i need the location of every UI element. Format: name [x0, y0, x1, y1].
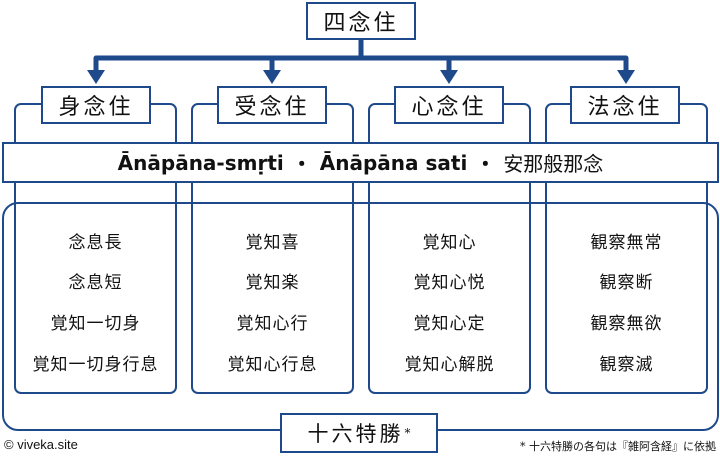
- practice-list-feelings: 覚知喜 覚知楽 覚知心行 覚知心行息: [191, 0, 354, 460]
- band-separator: ・: [475, 152, 496, 176]
- practice-item: 覚知楽: [245, 273, 300, 293]
- copyright: © viveka.site: [4, 437, 78, 452]
- footnote: * 十六特勝の各句は『雑阿含経』に依拠: [520, 440, 716, 453]
- footnote-mark: *: [404, 426, 411, 440]
- practice-item: 覚知一切身行息: [32, 355, 159, 375]
- practice-item: 覚知心悦: [413, 273, 486, 293]
- practice-item: 観察滅: [599, 355, 654, 375]
- practice-item: 観察断: [599, 273, 654, 293]
- foundation-label-dharmas: 法念住: [570, 86, 680, 124]
- foundation-label-text: 身念住: [58, 95, 134, 120]
- foundation-label-text: 法念住: [587, 95, 663, 120]
- practice-item: 念息長: [68, 233, 123, 253]
- sixteen-label-text: 十六特勝: [307, 422, 404, 446]
- root-node: 四念住: [306, 2, 416, 40]
- practice-item: 観察無欲: [590, 314, 663, 334]
- foundation-label-text: 心念住: [411, 95, 487, 120]
- arrow-head-2: [263, 70, 281, 84]
- arrow-head-3: [440, 70, 458, 84]
- practice-item: 覚知心: [422, 233, 477, 253]
- band-separator: ・: [291, 152, 312, 176]
- foundation-label-text: 受念住: [234, 95, 310, 120]
- foundation-label-body: 身念住: [41, 86, 151, 124]
- practice-item: 覚知心定: [413, 314, 486, 334]
- practice-list-dharmas: 観察無常 観察断 観察無欲 観察滅: [545, 0, 708, 460]
- sixteen-label: 十六特勝*: [280, 413, 438, 453]
- practice-item: 観察無常: [590, 233, 663, 253]
- arrow-head-4: [617, 70, 635, 84]
- anapanasati-band: Ānāpāna-smṛti ・ Ānāpāna sati ・ 安那般那念: [2, 142, 719, 183]
- foundation-label-feelings: 受念住: [217, 86, 327, 124]
- practice-item: 念息短: [68, 273, 123, 293]
- band-term-pali: Ānāpāna sati: [319, 150, 468, 175]
- band-term-sanskrit: Ānāpāna-smṛti: [117, 150, 284, 175]
- practice-item: 覚知心解脱: [404, 355, 495, 375]
- practice-item: 覚知心行息: [227, 355, 318, 375]
- foundation-label-mind: 心念住: [394, 86, 504, 124]
- practice-item: 覚知喜: [245, 233, 300, 253]
- root-label: 四念住: [323, 11, 399, 36]
- arrow-head-1: [87, 70, 105, 84]
- band-term-japanese: 安那般那念: [503, 152, 604, 176]
- practice-item: 覚知一切身: [50, 314, 141, 334]
- practice-list-mind: 覚知心 覚知心悦 覚知心定 覚知心解脱: [368, 0, 531, 460]
- practice-list-body: 念息長 念息短 覚知一切身 覚知一切身行息: [14, 0, 177, 460]
- practice-item: 覚知心行: [236, 314, 309, 334]
- branch-bar: [93, 55, 629, 75]
